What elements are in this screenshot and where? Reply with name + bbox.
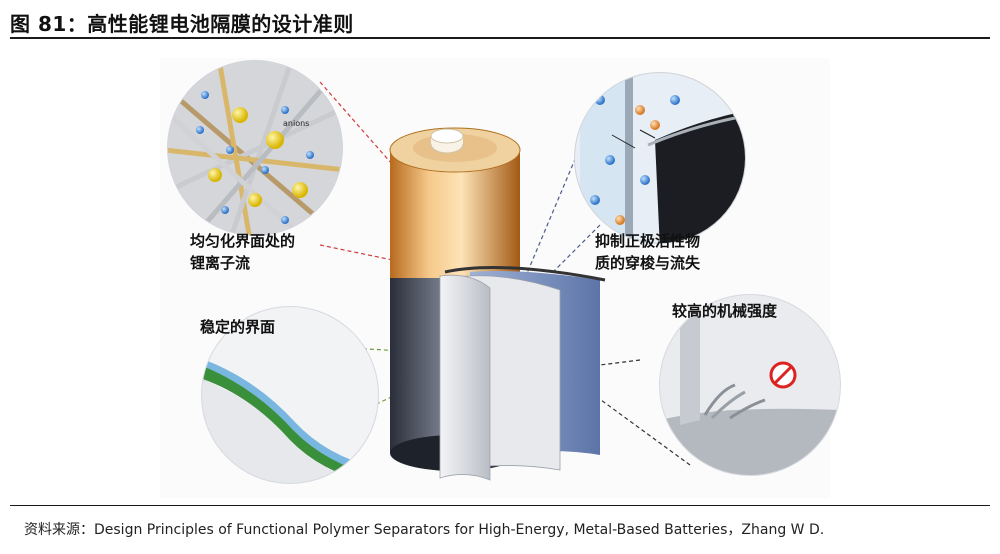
- title-rule: [10, 37, 990, 39]
- figure-title: 图 81：高性能锂电池隔膜的设计准则: [10, 12, 354, 36]
- separator-diagram: anions: [0, 40, 1000, 502]
- callout-suppress-shuttle: 抑制正极活性物 质的穿梭与流失: [595, 230, 700, 274]
- inset-fiber-network: anions: [167, 60, 343, 236]
- figure-source: 资料来源：Design Principles of Functional Pol…: [24, 522, 825, 538]
- inset-anions-label: anions: [283, 119, 309, 128]
- inset-stable-interface: [201, 306, 379, 484]
- callout-line: 锂离子流: [190, 254, 251, 272]
- callout-line: 抑制正极活性物: [595, 232, 701, 250]
- callout-line: 质的穿梭与流失: [595, 254, 701, 272]
- callout-uniform-flux: 均匀化界面处的 锂离子流: [190, 230, 295, 274]
- callout-line: 均匀化界面处的: [190, 232, 296, 250]
- inset-mechanical-strength: [659, 294, 841, 476]
- diagram-illustration: anions: [160, 58, 841, 498]
- callout-mechanical-strength: 较高的机械强度: [672, 302, 778, 320]
- callout-stable-interface: 稳定的界面: [200, 318, 276, 336]
- separator-sheets: [439, 266, 606, 481]
- footer-rule: [10, 505, 990, 506]
